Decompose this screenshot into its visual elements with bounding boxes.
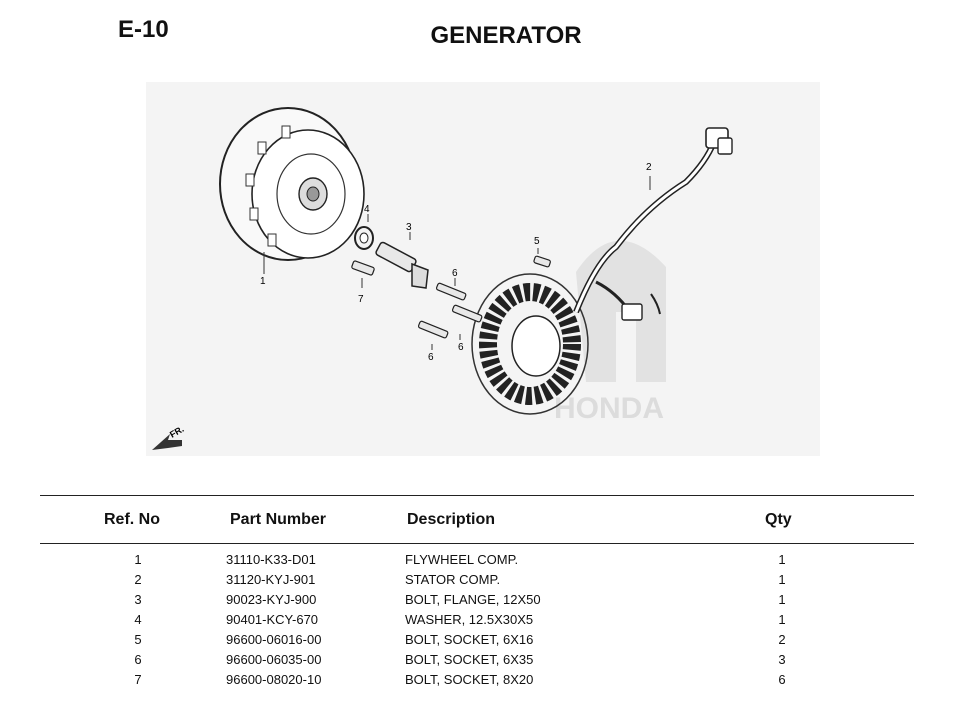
cell-part-number: 90401-KCY-670: [226, 612, 319, 627]
cell-description: WASHER, 12.5X30X5: [405, 612, 534, 627]
callout-6b: 6: [458, 342, 464, 353]
table-row: 4 90401-KCY-670 WASHER, 12.5X30X5 1: [0, 612, 958, 632]
cell-description: FLYWHEEL COMP.: [405, 552, 519, 567]
table-row: 3 90023-KYJ-900 BOLT, FLANGE, 12X50 1: [0, 592, 958, 612]
bolt-5: 5: [533, 236, 551, 268]
flywheel: 1: [219, 107, 365, 287]
callout-3: 3: [406, 222, 412, 233]
cell-ref: 5: [134, 632, 142, 647]
cell-part-number: 96600-06035-00: [226, 652, 322, 667]
honda-watermark: HONDA: [554, 240, 666, 425]
stator: [471, 273, 589, 415]
cell-part-number: 31120-KYJ-901: [226, 572, 316, 587]
callout-4: 4: [364, 204, 370, 215]
callout-1: 1: [260, 276, 266, 287]
cell-part-number: 96600-08020-10: [226, 672, 322, 687]
table-row: 2 31120-KYJ-901 STATOR COMP. 1: [0, 572, 958, 592]
table-row: 7 96600-08020-10 BOLT, SOCKET, 8X20 6: [0, 672, 958, 692]
cell-qty: 2: [778, 632, 786, 647]
callout-7: 7: [358, 294, 364, 305]
front-arrow: FR.: [152, 424, 186, 450]
cell-ref: 6: [134, 652, 142, 667]
wire-harness: 2: [573, 127, 733, 321]
cell-ref: 7: [134, 672, 142, 687]
exploded-diagram: HONDA 1 4 3: [146, 82, 820, 456]
cell-ref: 1: [134, 552, 142, 567]
header-qty: Qty: [765, 511, 792, 528]
watermark-text: HONDA: [554, 392, 664, 425]
table-row: 5 96600-06016-00 BOLT, SOCKET, 6X16 2: [0, 632, 958, 652]
cell-qty: 6: [778, 672, 786, 687]
header-part-number: Part Number: [230, 511, 327, 528]
cell-qty: 3: [778, 652, 786, 667]
cell-qty: 1: [778, 592, 786, 607]
cell-part-number: 90023-KYJ-900: [226, 592, 317, 607]
cell-description: BOLT, SOCKET, 6X35: [405, 652, 534, 667]
header-ref-no: Ref. No: [104, 511, 160, 528]
cell-description: BOLT, SOCKET, 6X16: [405, 632, 534, 647]
cell-ref: 2: [134, 572, 142, 587]
header-description: Description: [407, 511, 496, 528]
cell-ref: 3: [134, 592, 142, 607]
cell-part-number: 31110-K33-D01: [226, 552, 316, 567]
flange-bolt: 3: [375, 222, 429, 289]
bolt-7: 7: [351, 260, 375, 305]
diagram-code: E-10: [118, 16, 169, 43]
washer: 4: [354, 204, 374, 250]
callout-5: 5: [534, 236, 540, 247]
table-row: 6 96600-06035-00 BOLT, SOCKET, 6X35 3: [0, 652, 958, 672]
cell-description: BOLT, FLANGE, 12X50: [405, 592, 541, 607]
cell-qty: 1: [778, 552, 786, 567]
front-label: FR.: [168, 424, 186, 440]
table-row: 1 31110-K33-D01 FLYWHEEL COMP. 1: [0, 552, 958, 572]
callout-2: 2: [646, 162, 652, 173]
page-title: GENERATOR: [430, 22, 582, 49]
table-rule-header: [40, 543, 914, 544]
cell-qty: 1: [778, 572, 786, 587]
callout-6a: 6: [452, 268, 458, 279]
cell-description: BOLT, SOCKET, 8X20: [405, 672, 534, 687]
socket-bolts-6: 6 6 6: [417, 268, 483, 363]
cell-qty: 1: [778, 612, 786, 627]
cell-ref: 4: [134, 612, 142, 627]
cell-part-number: 96600-06016-00: [226, 632, 322, 647]
cell-description: STATOR COMP.: [405, 572, 501, 587]
callout-6c: 6: [428, 352, 434, 363]
table-rule-top: [40, 495, 914, 496]
